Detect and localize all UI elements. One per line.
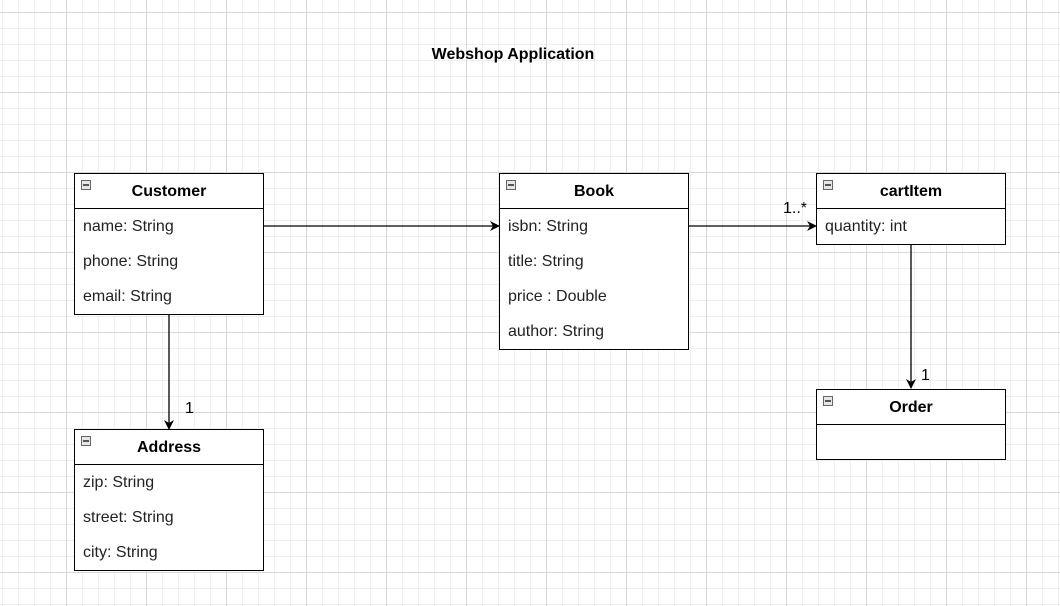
class-customer-header[interactable]: Customer [75,174,263,209]
attribute-name[interactable]: name: String [83,218,174,235]
multiplicity-label-order: 1 [921,367,930,384]
class-order-header[interactable]: Order [817,390,1005,425]
collapse-icon[interactable] [823,396,833,406]
class-book-name: Book [574,183,614,200]
attribute-author[interactable]: author: String [508,323,605,340]
attribute-price[interactable]: price : Double [508,288,607,305]
attribute-phone[interactable]: phone: String [83,253,179,270]
attribute-title[interactable]: title: String [508,253,584,270]
class-order[interactable]: Order [816,389,1006,460]
collapse-icon[interactable] [81,180,91,190]
class-customer-name: Customer [131,183,207,200]
multiplicity-label-cartitem: 1..* [783,200,808,217]
class-book[interactable]: Book isbn: String title: String price : … [499,173,689,350]
attribute-zip[interactable]: zip: String [83,474,155,491]
diagram-title: Webshop Application [431,46,595,63]
class-cartitem[interactable]: cartItem quantity: int [816,173,1006,245]
attribute-street[interactable]: street: String [83,509,174,526]
class-customer[interactable]: Customer name: String phone: String emai… [74,173,264,315]
attribute-email[interactable]: email: String [83,288,172,305]
collapse-icon[interactable] [506,180,516,190]
class-address-header[interactable]: Address [75,430,263,465]
attribute-quantity[interactable]: quantity: int [825,218,907,235]
collapse-icon[interactable] [823,180,833,190]
attribute-city[interactable]: city: String [83,544,158,561]
class-order-body[interactable] [817,425,1005,459]
class-cartitem-header[interactable]: cartItem [817,174,1005,209]
attribute-isbn[interactable]: isbn: String [508,218,589,235]
class-order-name: Order [889,399,933,416]
class-cartitem-name: cartItem [879,183,943,200]
class-address[interactable]: Address zip: String street: String city:… [74,429,264,571]
class-address-name: Address [136,439,202,456]
multiplicity-label-address: 1 [185,400,194,417]
collapse-icon[interactable] [81,436,91,446]
class-book-header[interactable]: Book [500,174,688,209]
